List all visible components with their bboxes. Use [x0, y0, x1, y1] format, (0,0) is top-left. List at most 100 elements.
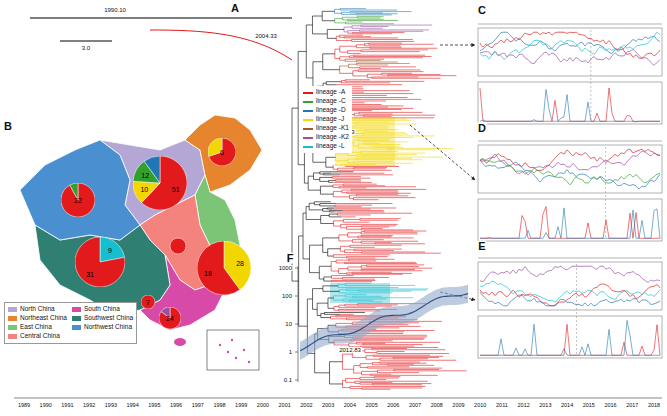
tree-branch	[355, 185, 385, 186]
tree-branch	[367, 60, 381, 61]
tree-branch	[327, 207, 334, 208]
tree-branch	[321, 223, 334, 224]
tree-branch	[335, 275, 354, 276]
tree-branch	[350, 57, 354, 58]
tree-branch	[373, 69, 421, 70]
tree-branch	[356, 159, 361, 160]
tree-branch	[317, 303, 328, 304]
tree-branch	[320, 203, 336, 204]
tree-branch	[343, 19, 348, 20]
figure-label: 3.0	[81, 45, 91, 51]
tree-branch	[349, 299, 386, 300]
tree-branch	[342, 354, 352, 355]
tree-branch	[354, 57, 423, 58]
tree-branch	[350, 388, 362, 389]
tree-branch	[338, 287, 353, 288]
tree-branch	[346, 288, 359, 289]
tree-branch	[362, 155, 376, 156]
tree-branch	[369, 26, 389, 27]
tree-branch	[323, 285, 338, 286]
tree-branch	[360, 377, 374, 378]
tree-branch	[392, 365, 435, 366]
figure-label: A	[230, 3, 240, 14]
pie-chart: 7	[141, 295, 155, 309]
tree-branch	[323, 252, 328, 253]
tree-branch	[358, 71, 364, 72]
tree-branch	[365, 55, 425, 56]
tree-branch	[348, 53, 351, 54]
legend-row: North China	[8, 305, 67, 314]
tree-branch	[387, 372, 419, 373]
tree-branch	[370, 375, 379, 376]
tree-branch	[329, 180, 336, 181]
tree-branch	[346, 205, 372, 206]
tree-branch	[306, 24, 312, 25]
bootscan-line	[480, 207, 660, 239]
tree-branch	[345, 59, 350, 60]
tree-branch	[346, 318, 363, 319]
tree-branch	[344, 31, 348, 32]
tree-branch	[323, 83, 326, 84]
time-axis	[14, 398, 662, 399]
similarity-line	[480, 32, 660, 53]
tree-branch	[358, 12, 383, 13]
legend-swatch	[8, 307, 17, 312]
tree-branch	[354, 128, 388, 129]
tree-branch	[373, 14, 392, 15]
pie-count: 51	[172, 186, 180, 193]
tree-branch	[338, 310, 341, 311]
tree-branch	[354, 140, 358, 141]
map-region	[185, 115, 262, 192]
tree-branch	[355, 381, 363, 382]
tree-branch	[370, 374, 380, 375]
tree-branch	[388, 383, 432, 384]
tree-branch	[340, 251, 344, 252]
tree-branch	[377, 347, 439, 348]
tree-branch	[328, 248, 341, 249]
tree-branch	[375, 243, 380, 244]
tree-branch	[358, 143, 364, 144]
tree-branch	[384, 376, 401, 377]
bootscan-line	[480, 89, 660, 121]
tree-branch	[320, 174, 324, 175]
ruler	[478, 141, 662, 142]
tree-branch	[369, 115, 436, 116]
tree-branch	[367, 382, 392, 383]
tree-branch	[312, 33, 327, 34]
tree-branch	[347, 226, 362, 227]
tree-branch	[333, 184, 343, 185]
tree-branch	[351, 274, 402, 275]
tree-branch	[340, 8, 348, 9]
tree-branch	[366, 168, 385, 169]
tree-branch	[348, 30, 360, 31]
tree-branch	[382, 75, 388, 76]
ruler	[478, 24, 662, 25]
tick	[295, 324, 298, 325]
tree-branch	[336, 181, 343, 182]
tree-branch	[367, 74, 381, 75]
tree-branch	[323, 69, 340, 70]
tree-branch	[323, 208, 328, 209]
legend-swatch	[303, 101, 313, 103]
tree-branch	[355, 99, 422, 100]
tree-branch	[345, 281, 372, 282]
tree-branch	[373, 146, 376, 147]
tree-branch	[372, 348, 381, 349]
tree-branch	[357, 154, 369, 155]
figure-label: 1993	[105, 403, 117, 409]
tree-branch	[354, 373, 362, 374]
tree-branch	[336, 36, 339, 37]
legend-text: South China	[84, 306, 120, 313]
tree-branch	[368, 32, 404, 33]
tree-branch	[360, 151, 369, 152]
tree-branch	[368, 291, 412, 292]
recombination-plot	[478, 141, 662, 241]
tree-branch	[329, 214, 337, 215]
tree-branch	[397, 148, 453, 149]
tree-branch	[360, 384, 372, 385]
tree-branch	[359, 249, 401, 250]
tree-branch	[373, 364, 388, 365]
tree-branch	[366, 116, 391, 117]
tree-branch	[367, 135, 434, 136]
tree-branch	[336, 316, 345, 317]
